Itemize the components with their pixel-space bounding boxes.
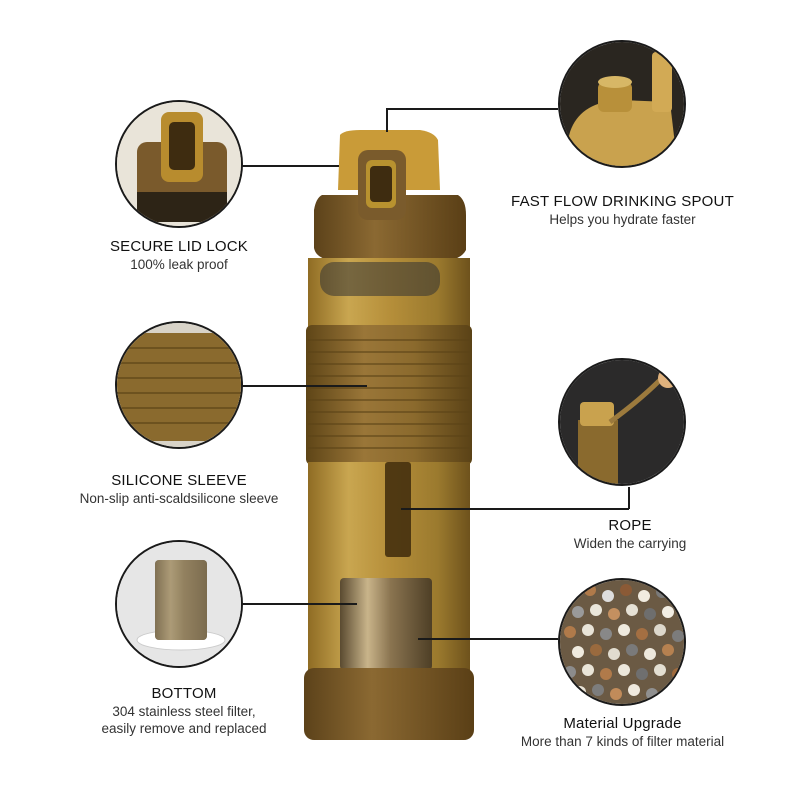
caption-sleeve: SILICONE SLEEVE Non-slip anti-scaldsilic… [54,472,304,507]
caption-bottom: BOTTOM 304 stainless steel filter, easil… [74,685,294,737]
lid-lock-subtitle: 100% leak proof [130,257,228,272]
lid-lock-circle [115,100,243,228]
rope-circle [558,358,686,486]
leader-lid-lock [241,165,339,167]
bottle-base [304,668,474,740]
caption-spout: FAST FLOW DRINKING SPOUT Helps you hydra… [490,193,755,228]
rope-title: ROPE [608,517,652,534]
material-title: Material Upgrade [563,715,682,732]
spout-circle [558,40,686,168]
sleeve-circle [115,321,243,449]
leader-material [418,638,558,640]
caption-lid-lock: SECURE LID LOCK 100% leak proof [94,238,264,273]
caption-material: Material Upgrade More than 7 kinds of fi… [490,715,755,750]
sleeve-title: SILICONE SLEEVE [111,472,247,489]
bottom-title: BOTTOM [151,685,217,702]
leader-sleeve [241,385,367,387]
leader-rope-h [401,508,629,510]
rope-subtitle: Widen the carrying [573,536,687,551]
rope [385,462,411,557]
spout-subtitle: Helps you hydrate faster [549,212,696,227]
bottom-subtitle-line2: easily remove and replaced [101,721,267,736]
silicone-sleeve [306,325,472,465]
leader-spout-v [386,108,388,132]
bottom-circle [115,540,243,668]
bottom-subtitle-line1: 304 stainless steel filter, [112,704,256,719]
steel-filter [340,578,432,670]
lid-band [314,195,466,260]
leader-bottom [241,603,357,605]
lid-lock-title: SECURE LID LOCK [109,238,249,255]
caption-rope: ROPE Widen the carrying [540,517,720,552]
leader-rope-v [628,487,630,509]
material-subtitle: More than 7 kinds of filter material [520,734,725,749]
spout-title: FAST FLOW DRINKING SPOUT [511,193,734,210]
sleeve-subtitle: Non-slip anti-scaldsilicone sleeve [79,491,279,506]
leader-spout-h [386,108,558,110]
material-circle [558,578,686,706]
